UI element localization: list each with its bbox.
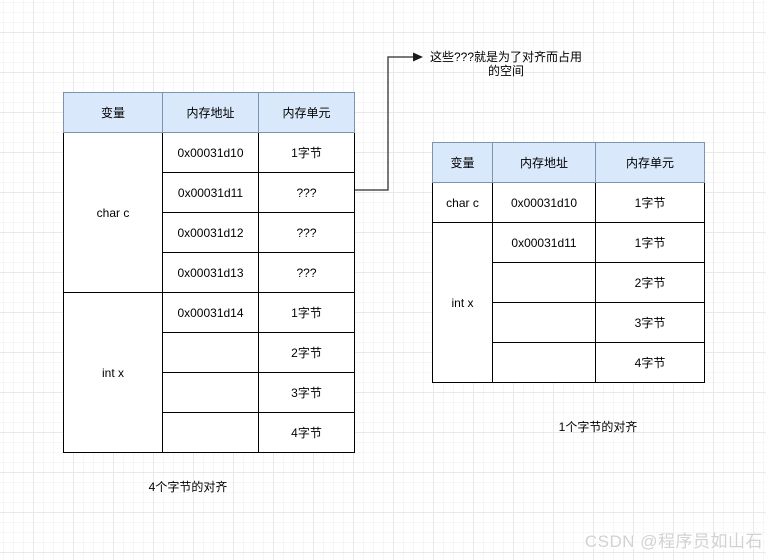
variable-cell: char c xyxy=(63,132,163,293)
column-header: 内存单元 xyxy=(595,142,705,183)
alignment-annotation: 这些???就是为了对齐而占用 的空间 xyxy=(421,50,591,78)
memory-unit-cell: 1字节 xyxy=(595,222,705,263)
table-row: 0x00031d12??? xyxy=(64,212,355,253)
memory-unit-cell: 4字节 xyxy=(595,342,705,383)
memory-unit-cell: 2字节 xyxy=(595,262,705,303)
column-header: 内存地址 xyxy=(162,92,259,133)
table-row: 0x00031d11??? xyxy=(64,172,355,213)
memory-unit-cell: 1字节 xyxy=(595,182,705,223)
memory-address-cell xyxy=(162,332,259,373)
four-byte-alignment-caption: 4个字节的对齐 xyxy=(148,480,228,494)
memory-address-cell: 0x00031d14 xyxy=(162,292,259,333)
memory-address-cell xyxy=(162,372,259,413)
table-row: 2字节 xyxy=(433,262,705,303)
memory-unit-cell: 1字节 xyxy=(258,132,355,173)
memory-address-cell xyxy=(162,412,259,453)
csdn-watermark: CSDN @程序员如山石 xyxy=(584,532,763,551)
column-header: 变量 xyxy=(63,92,163,133)
memory-address-cell: 0x00031d12 xyxy=(162,212,259,253)
annotation-line2: 的空间 xyxy=(487,64,524,78)
table-row: 4字节 xyxy=(433,342,705,383)
table-row: 4字节 xyxy=(64,412,355,453)
column-header: 变量 xyxy=(432,142,493,183)
one-byte-alignment-caption: 1个字节的对齐 xyxy=(558,420,638,434)
variable-cell: int x xyxy=(63,292,163,453)
column-header: 内存单元 xyxy=(258,92,355,133)
memory-unit-cell: ??? xyxy=(258,172,355,213)
memory-address-cell: 0x00031d10 xyxy=(492,182,596,223)
memory-unit-cell: 4字节 xyxy=(258,412,355,453)
memory-address-cell: 0x00031d10 xyxy=(162,132,259,173)
memory-address-cell xyxy=(492,302,596,343)
memory-unit-cell: ??? xyxy=(258,212,355,253)
memory-address-cell: 0x00031d11 xyxy=(162,172,259,213)
memory-unit-cell: 2字节 xyxy=(258,332,355,373)
variable-cell: char c xyxy=(432,182,493,223)
table-row: 0x00031d13??? xyxy=(64,252,355,293)
memory-unit-cell: 3字节 xyxy=(258,372,355,413)
column-header: 内存地址 xyxy=(492,142,596,183)
variable-cell: int x xyxy=(432,222,493,383)
memory-address-cell: 0x00031d11 xyxy=(492,222,596,263)
memory-address-cell: 0x00031d13 xyxy=(162,252,259,293)
annotation-line1: 这些???就是为了对齐而占用 xyxy=(429,50,583,64)
memory-unit-cell: ??? xyxy=(258,252,355,293)
memory-address-cell xyxy=(492,342,596,383)
memory-unit-cell: 1字节 xyxy=(258,292,355,333)
table-row: 2字节 xyxy=(64,332,355,373)
memory-address-cell xyxy=(492,262,596,303)
memory-unit-cell: 3字节 xyxy=(595,302,705,343)
